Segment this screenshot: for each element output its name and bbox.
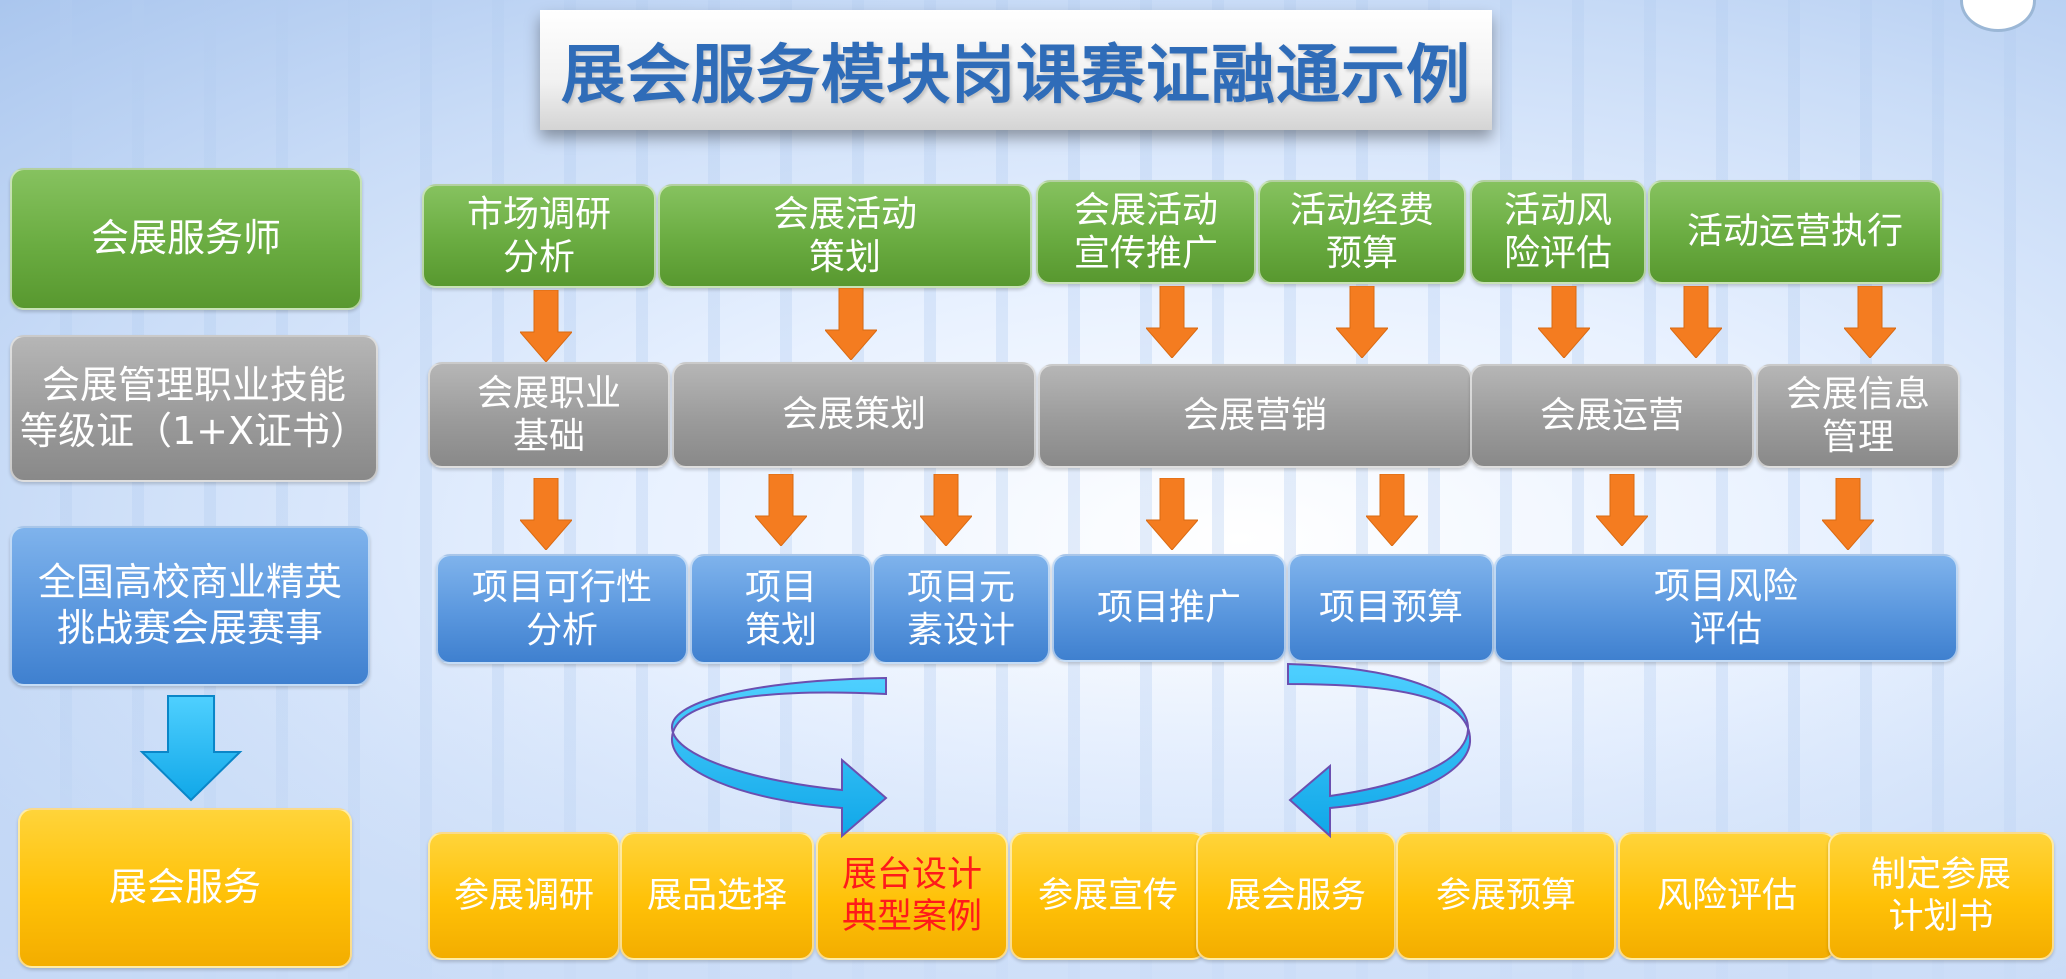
down-arrow-icon [920,474,972,546]
task-item: 参展调研 [428,832,620,960]
down-arrow-icon [1538,286,1590,358]
job-item: 活动运营执行 [1648,180,1942,284]
down-arrow-icon [1822,478,1874,550]
contest-item: 项目预算 [1288,554,1494,662]
down-arrow-icon [1146,286,1198,358]
down-arrow-icon [139,695,243,802]
down-arrow-icon [755,474,807,546]
competition-box: 全国高校商业精英 挑战赛会展赛事 [10,526,370,686]
contest-item: 项目 策划 [690,554,872,664]
down-arrow-icon [520,478,572,550]
down-arrow-icon [1670,286,1722,358]
down-arrow-icon [1596,474,1648,546]
job-item: 活动风 险评估 [1470,180,1646,284]
down-arrow-icon [1336,286,1388,358]
cert-item: 会展信息 管理 [1756,364,1960,468]
curved-arrow-icon [670,676,888,839]
task-item: 展品选择 [620,832,814,960]
task-item: 参展宣传 [1010,832,1206,960]
job-item: 市场调研 分析 [422,184,656,288]
certificate-box: 会展管理职业技能 等级证（1+X证书） [10,335,378,482]
down-arrow-icon [1146,478,1198,550]
cert-item: 会展营销 [1038,364,1472,468]
cert-item: 会展职业 基础 [428,362,670,468]
title-banner: 展会服务模块岗课赛证融通示例 [540,10,1492,130]
task-item: 展会服务 [1196,832,1396,960]
module-box: 展会服务 [18,808,352,968]
job-item: 会展活动 宣传推广 [1036,180,1256,284]
contest-item: 项目推广 [1052,554,1286,662]
contest-item: 项目风险 评估 [1494,554,1958,662]
cert-item: 会展策划 [672,362,1036,468]
task-item-highlight: 展台设计 典型案例 [816,832,1008,960]
down-arrow-icon [1844,286,1896,358]
contest-item: 项目元 素设计 [872,554,1050,664]
curved-arrow-icon [1287,662,1472,839]
contest-item: 项目可行性 分析 [436,554,688,664]
task-item: 制定参展 计划书 [1828,832,2054,960]
job-box: 会展服务师 [10,168,362,310]
job-item: 活动经费 预算 [1258,180,1466,284]
task-item: 参展预算 [1396,832,1616,960]
page-title: 展会服务模块岗课赛证融通示例 [561,39,1471,113]
down-arrow-icon [1366,474,1418,546]
down-arrow-icon [825,288,877,360]
job-item: 会展活动 策划 [658,184,1032,288]
cert-item: 会展运营 [1470,364,1754,468]
task-item: 风险评估 [1618,832,1836,960]
down-arrow-icon [520,290,572,362]
